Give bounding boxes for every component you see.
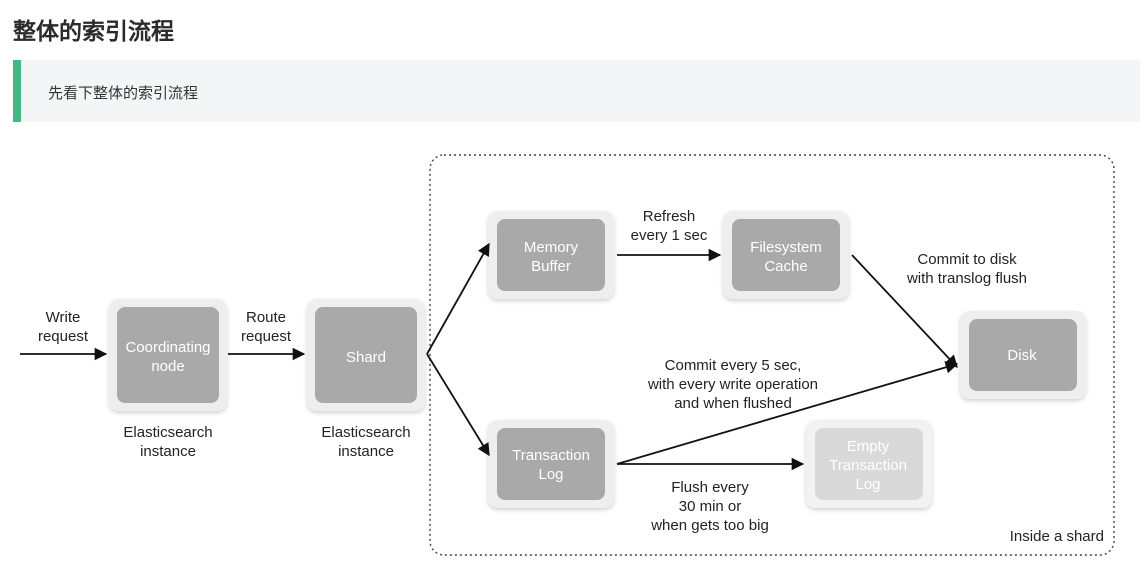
empty-tlog-label-3: Log bbox=[855, 476, 880, 493]
es-instance-2-label-1: Elasticsearch bbox=[321, 424, 410, 441]
route-request-label-2: request bbox=[241, 328, 292, 345]
write-request-label-2: request bbox=[38, 328, 89, 345]
empty-tlog-label-1: Empty bbox=[847, 438, 890, 455]
flush-every-label-3: when gets too big bbox=[650, 517, 769, 534]
transaction-log-box: Transaction Log bbox=[488, 420, 614, 508]
es-instance-1-label-1: Elasticsearch bbox=[123, 424, 212, 441]
shard-boundary bbox=[429, 154, 1115, 556]
shard-box: Shard bbox=[307, 299, 425, 411]
flush-every-label-2: 30 min or bbox=[679, 498, 742, 515]
arrow-commit-every bbox=[616, 361, 959, 465]
quote-text: 先看下整体的索引流程 bbox=[48, 84, 199, 102]
empty-transaction-log-box: Empty Transaction Log bbox=[806, 420, 932, 508]
shard-label: Shard bbox=[346, 349, 386, 366]
flush-every-label-1: Flush every bbox=[671, 479, 749, 496]
es-instance-2-label-2: instance bbox=[338, 443, 394, 460]
inside-shard-label: Inside a shard bbox=[1010, 528, 1104, 545]
es-instance-1-label-2: instance bbox=[140, 443, 196, 460]
memory-buffer-label-1: Memory bbox=[524, 239, 579, 256]
memory-buffer-label-2: Buffer bbox=[531, 258, 571, 275]
commit-to-disk-label-2: with translog flush bbox=[906, 270, 1027, 287]
commit-every-label-1: Commit every 5 sec, bbox=[665, 357, 802, 374]
coordinating-node-label-2: node bbox=[151, 358, 184, 375]
route-request-label-1: Route bbox=[246, 309, 286, 326]
commit-to-disk-label-1: Commit to disk bbox=[917, 251, 1017, 268]
page-title: 整体的索引流程 bbox=[13, 19, 174, 45]
empty-tlog-label-2: Transaction bbox=[829, 457, 907, 474]
filesystem-cache-label-1: Filesystem bbox=[750, 239, 822, 256]
write-request-label-1: Write bbox=[46, 309, 81, 326]
arrow-commit-to-disk bbox=[851, 254, 958, 368]
memory-buffer-box: Memory Buffer bbox=[488, 211, 614, 299]
arrow-to-transaction-log bbox=[426, 353, 490, 457]
transaction-log-label-1: Transaction bbox=[512, 447, 590, 464]
refresh-label-1: Refresh bbox=[643, 208, 696, 225]
disk-label: Disk bbox=[1007, 347, 1037, 364]
refresh-label-2: every 1 sec bbox=[631, 227, 708, 244]
quote-block: 先看下整体的索引流程 bbox=[13, 60, 1140, 122]
coordinating-node-box: Coordinating node bbox=[109, 299, 227, 411]
coordinating-node-label-1: Coordinating bbox=[125, 339, 210, 356]
filesystem-cache-label-2: Cache bbox=[764, 258, 807, 275]
disk-box: Disk bbox=[960, 311, 1086, 399]
commit-every-label-2: with every write operation bbox=[647, 376, 818, 393]
filesystem-cache-box: Filesystem Cache bbox=[723, 211, 849, 299]
commit-every-label-3: and when flushed bbox=[674, 395, 792, 412]
arrow-to-memory-buffer bbox=[426, 242, 490, 355]
transaction-log-label-2: Log bbox=[538, 466, 563, 483]
